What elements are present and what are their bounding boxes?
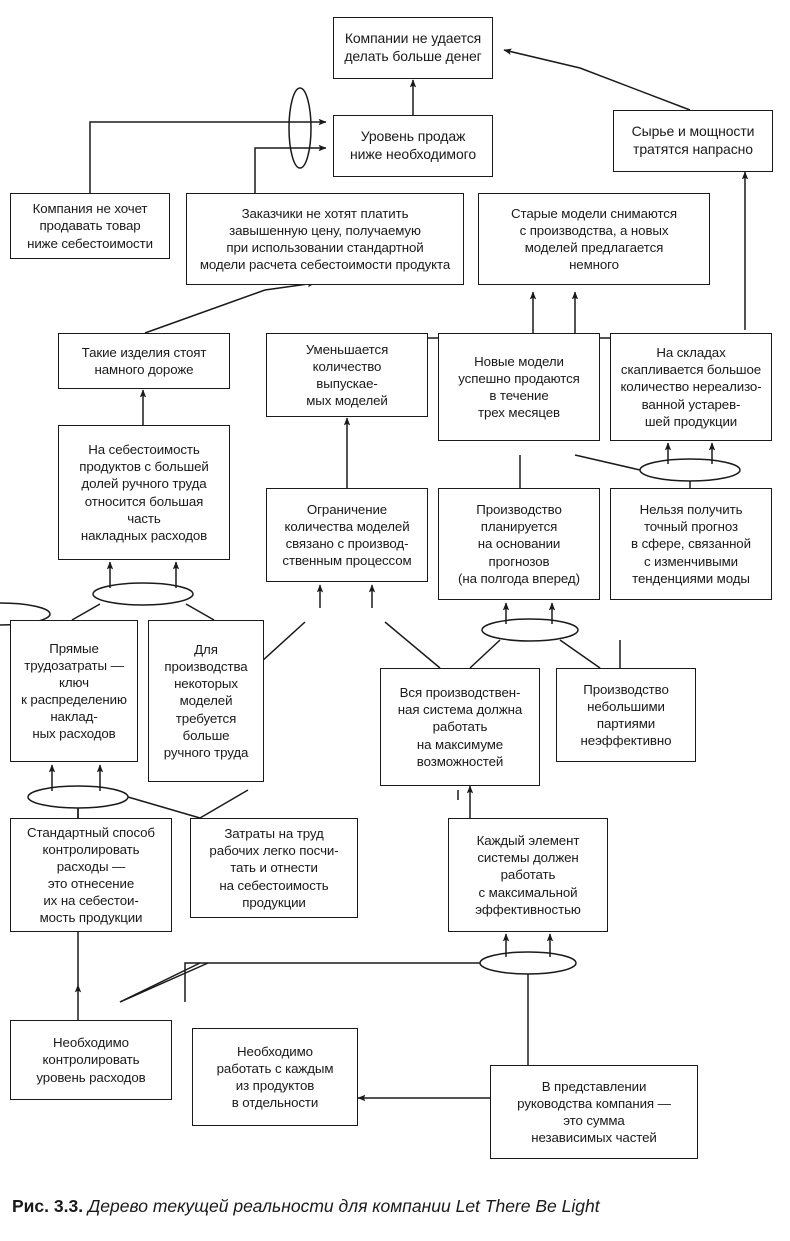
caption-text: Дерево текущей реальности для компании L… [87, 1196, 600, 1216]
figure-caption: Рис. 3.3. Дерево текущей реальности для … [12, 1196, 782, 1217]
caption-number: Рис. 3.3. [12, 1196, 84, 1216]
